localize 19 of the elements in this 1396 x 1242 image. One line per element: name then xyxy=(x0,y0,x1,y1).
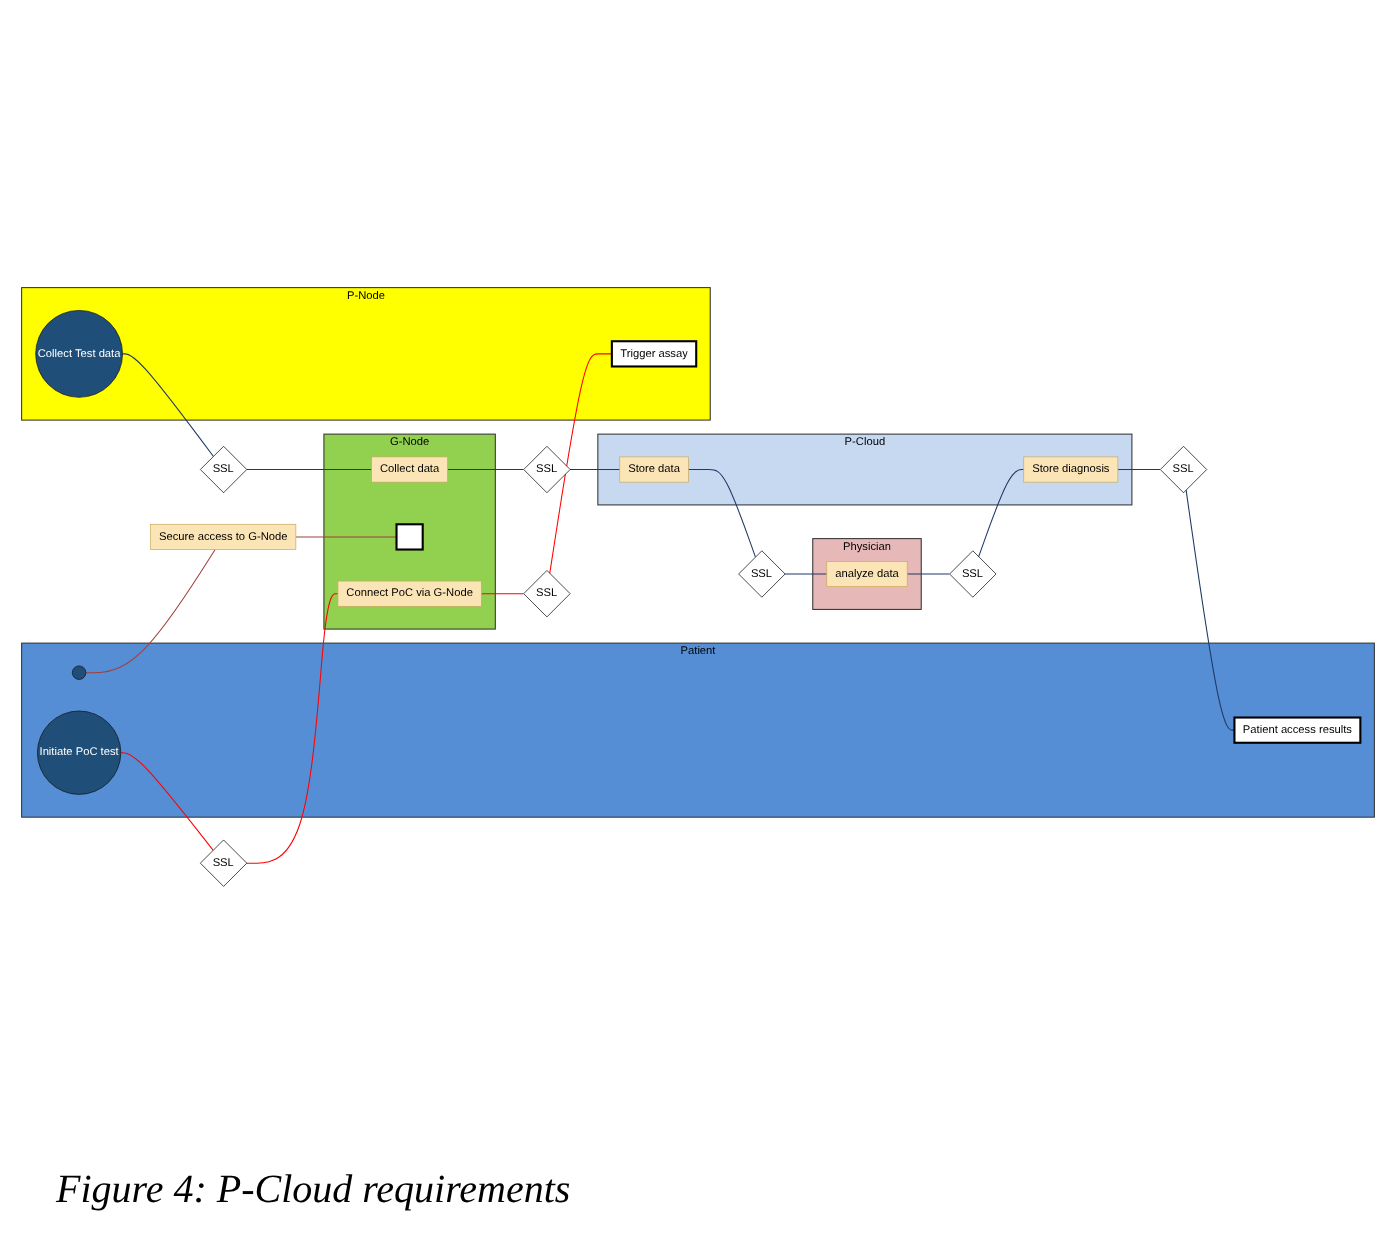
connector xyxy=(1185,488,1235,730)
connector xyxy=(85,548,216,673)
node-bar xyxy=(395,522,424,550)
connector xyxy=(120,751,214,850)
connector xyxy=(295,535,398,537)
connector xyxy=(549,352,613,574)
connector xyxy=(906,572,950,574)
caption: Figure 4: P-Cloud requirements xyxy=(54,1166,573,1216)
connector xyxy=(687,468,756,557)
connector xyxy=(784,572,828,574)
connector xyxy=(978,468,1025,557)
connector xyxy=(245,468,373,470)
node-circle xyxy=(72,664,87,679)
connector xyxy=(1117,468,1161,470)
connector xyxy=(569,468,621,470)
connector xyxy=(122,352,214,456)
connector xyxy=(245,592,339,863)
connector xyxy=(447,468,524,470)
connector xyxy=(480,592,524,594)
